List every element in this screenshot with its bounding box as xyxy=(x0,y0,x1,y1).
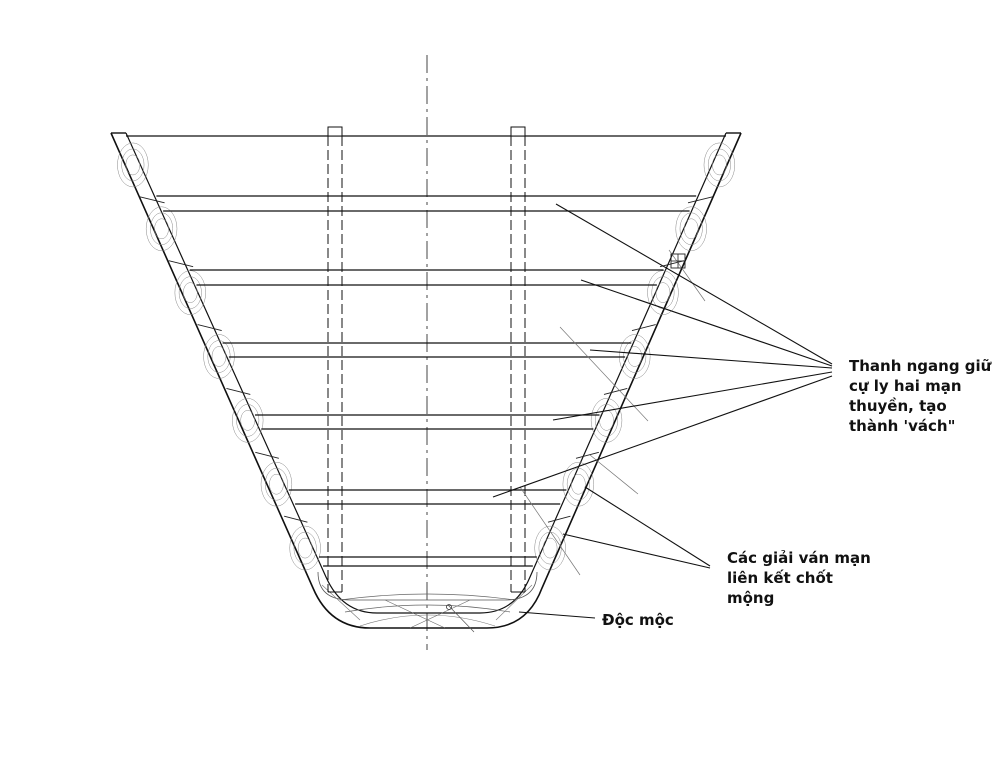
hatch-line-3 xyxy=(589,454,639,495)
label-dugout-text: Độc mộc xyxy=(602,611,674,629)
joint-arc-left-7-2 xyxy=(293,531,317,565)
dugout-diagonal-3 xyxy=(447,604,475,633)
plank-seam-right-4 xyxy=(603,387,628,395)
dugout-diagonal-2 xyxy=(409,599,471,629)
joint-arc-right-2-1 xyxy=(683,218,699,240)
plank-seam-right-5 xyxy=(575,451,599,459)
joint-arc-left-6-2 xyxy=(264,467,288,501)
dugout-inner-curve xyxy=(317,571,538,601)
plank-seam-right-3 xyxy=(631,324,656,332)
dugout-peg-hole xyxy=(446,604,452,610)
joint-arc-right-1-1 xyxy=(712,154,727,176)
plank-seam-left-2 xyxy=(168,260,194,268)
hatch-line-4 xyxy=(668,249,706,302)
leader-plank-2 xyxy=(562,533,711,569)
plank-seam-right-6 xyxy=(547,515,571,523)
dugout-diagonal-5 xyxy=(495,584,533,621)
joint-arc-left-4-1 xyxy=(211,346,227,367)
joint-arc-right-5-1 xyxy=(599,410,614,431)
label-dugout: Độc mộc xyxy=(602,610,674,630)
joint-arc-left-1-2 xyxy=(121,148,145,182)
label-cross-beams-line-2: cự ly hai mạn xyxy=(849,377,962,395)
joint-arc-right-2-3 xyxy=(675,206,707,252)
joint-arc-right-3-3 xyxy=(647,270,679,315)
plank-seam-left-1 xyxy=(139,196,165,204)
joint-arc-left-1-1 xyxy=(125,154,141,176)
plank-seam-right-1 xyxy=(687,196,713,204)
label-cross-beams-line-4: thành 'vách" xyxy=(849,417,956,435)
joint-arc-left-6-1 xyxy=(269,473,284,495)
joint-arc-left-5-2 xyxy=(236,404,260,437)
joint-arc-left-3-3 xyxy=(174,270,206,315)
label-cross-beams-line-3: thuyền, tạo xyxy=(849,397,947,415)
joint-arc-left-1-3 xyxy=(117,142,149,188)
hull-outer-outline xyxy=(110,132,742,629)
hatch-line-2 xyxy=(519,486,581,576)
post-right-top xyxy=(510,126,526,137)
joint-arc-right-5-2 xyxy=(595,404,618,437)
joint-arc-right-7-3 xyxy=(534,525,566,571)
joint-arc-right-1-3 xyxy=(703,142,736,188)
plank-seam-left-5 xyxy=(255,451,279,459)
label-side-planks: Các giải ván mạn liên kết chốt mộng xyxy=(727,548,871,608)
leader-beam-5 xyxy=(492,375,833,498)
leader-lines xyxy=(492,203,833,619)
plank-seam-left-4 xyxy=(226,387,251,395)
plank-seam-left-6 xyxy=(284,515,308,523)
label-side-planks-line-1: Các giải ván mạn xyxy=(727,549,871,567)
joint-arc-right-6-1 xyxy=(571,473,586,495)
leader-beam-2 xyxy=(580,279,833,367)
joint-arc-left-5-3 xyxy=(232,398,264,443)
leader-beam-4 xyxy=(552,371,833,421)
label-side-planks-line-2: liên kết chốt xyxy=(727,569,833,587)
label-cross-beams: Thanh ngang giữ cự ly hai mạn thuyền, tạ… xyxy=(849,356,991,436)
dugout-arc-3 xyxy=(359,614,496,627)
joint-arc-left-7-1 xyxy=(297,537,313,559)
plank-seam-right-2 xyxy=(659,260,685,268)
joint-arc-left-6-3 xyxy=(260,461,293,507)
side-planks-left xyxy=(117,142,321,571)
joint-arc-left-2-2 xyxy=(150,212,174,246)
plank-seam-left-3 xyxy=(197,324,222,332)
joint-arc-left-5-1 xyxy=(240,410,255,431)
dugout-arc-2 xyxy=(344,604,511,613)
joint-arc-left-3-2 xyxy=(178,276,202,309)
dugout-arc-1 xyxy=(339,593,516,601)
leader-beam-1 xyxy=(555,203,833,365)
joint-arc-right-6-3 xyxy=(562,461,594,507)
joint-arc-right-5-3 xyxy=(590,398,623,443)
joint-arc-right-7-1 xyxy=(542,537,558,559)
joint-arc-right-3-1 xyxy=(655,282,671,303)
hatch-line-1 xyxy=(559,326,649,422)
joint-arc-left-3-1 xyxy=(183,282,198,303)
joint-arc-right-1-2 xyxy=(707,148,731,182)
joint-arc-left-2-1 xyxy=(154,218,169,240)
joint-arc-left-7-3 xyxy=(289,525,321,571)
label-cross-beams-line-1: Thanh ngang giữ xyxy=(849,357,992,375)
post-left-top xyxy=(327,126,343,137)
dugout-diagonal-1 xyxy=(384,599,446,629)
leader-dugout xyxy=(518,611,596,619)
hatch-lines xyxy=(519,249,706,576)
cross-beams xyxy=(156,195,697,567)
joint-arc-right-6-2 xyxy=(566,467,590,501)
joint-arc-right-4-1 xyxy=(627,346,642,367)
label-side-planks-line-3: mộng xyxy=(727,589,775,607)
vertical-posts xyxy=(327,126,526,593)
joint-arc-right-2-2 xyxy=(679,212,703,246)
joint-arc-left-2-3 xyxy=(145,206,178,252)
dugout-base xyxy=(317,571,538,633)
leader-plank-1 xyxy=(584,486,711,567)
leader-beam-3 xyxy=(589,349,833,369)
